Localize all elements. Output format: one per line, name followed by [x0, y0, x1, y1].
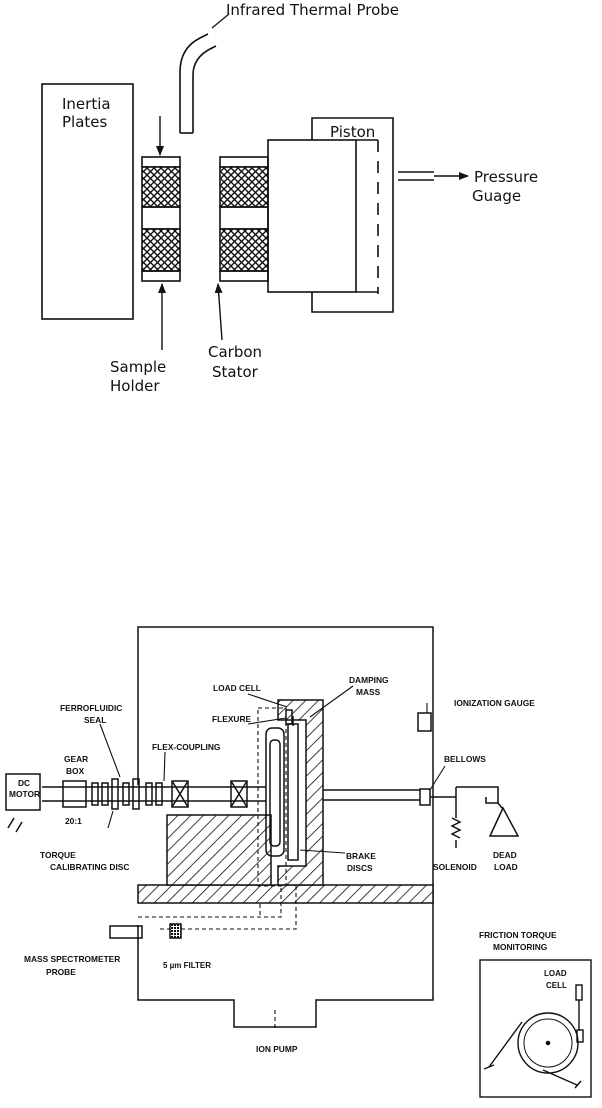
- piston-housing: [311, 117, 394, 313]
- flex-coupling-1: [171, 780, 189, 808]
- inset-load-label-2: CELL: [546, 981, 567, 990]
- dc-motor-label-1: DC: [18, 778, 30, 788]
- bottom-labels: DC MOTOR GEAR BOX 20:1 FERROFLUIDIC SEAL…: [9, 675, 567, 1054]
- ionization-gauge-label: IONIZATION GAUGE: [454, 698, 535, 708]
- mass-spectrometer-probe: [109, 925, 143, 939]
- mass-spec-label-2: PROBE: [46, 967, 76, 977]
- housing-block: [166, 814, 272, 886]
- friction-test-rig-diagram: [41, 13, 469, 350]
- pressure-label-2: Guage: [472, 187, 521, 205]
- dc-motor-label-2: MOTOR: [9, 789, 40, 799]
- sample-label-2: Holder: [110, 377, 160, 395]
- gear-ratio-label: 20:1: [65, 816, 82, 826]
- solenoid: [450, 817, 462, 839]
- solenoid-label: SOLENOID: [433, 862, 477, 872]
- piston-head: [267, 139, 357, 293]
- pressure-label-1: Pressure: [474, 168, 538, 186]
- vent-line-upper: [138, 886, 282, 918]
- carbon-stator-upper: [219, 166, 269, 208]
- flex-coupling-2: [230, 780, 248, 808]
- ferrofluidic-seal: [132, 778, 140, 810]
- gear-box: [62, 780, 87, 808]
- mass-spec-label-1: MASS SPECTROMETER: [24, 954, 120, 964]
- stator-label-1: Carbon: [208, 343, 262, 361]
- torque-disc: [111, 778, 119, 810]
- piston-label: Piston: [330, 123, 375, 141]
- vent-line-lower: [160, 886, 297, 930]
- probe-label: Infrared Thermal Probe: [226, 1, 399, 19]
- filter-label: 5 µm FILTER: [163, 961, 211, 970]
- inset-load-cell: [575, 984, 583, 1001]
- inertia-plates-box: [41, 83, 134, 320]
- gear-box-label-1: GEAR: [64, 754, 88, 764]
- torque-label-2: CALIBRATING DISC: [50, 862, 129, 872]
- friction-label-2: MONITORING: [493, 942, 547, 952]
- dead-load-label-2: LOAD: [494, 862, 518, 872]
- ferrofluidic-label-1: FERROFLUIDIC: [60, 703, 122, 713]
- base-plate: [137, 884, 434, 904]
- carbon-stator-lower: [219, 228, 269, 272]
- damping-label-2: MASS: [356, 687, 381, 697]
- top-labels: Infrared Thermal Probe Inertia Plates Pi…: [62, 1, 538, 395]
- stator-label-2: Stator: [212, 363, 259, 381]
- brake-disc-1: [265, 727, 285, 857]
- inertia-label-1: Inertia: [62, 95, 111, 113]
- lever-arm: [455, 786, 499, 807]
- flex-coupling-label: FLEX-COUPLING: [152, 742, 220, 752]
- brake-disc-2: [287, 723, 299, 861]
- sample-label-1: Sample: [110, 358, 166, 376]
- flexure: [285, 709, 293, 725]
- ion-pump-label: ION PUMP: [256, 1044, 298, 1054]
- load-cell-dashed: [257, 707, 287, 887]
- sample-holder-lower: [141, 228, 181, 272]
- load-cell-label: LOAD CELL: [213, 683, 261, 693]
- dc-motor: [5, 773, 41, 811]
- vacuum-brake-tester-diagram: [5, 626, 520, 1030]
- damping-label-1: DAMPING: [349, 675, 389, 685]
- probe-label-leader: [211, 13, 230, 29]
- bellows: [419, 788, 431, 806]
- flexure-label: FLEXURE: [212, 714, 252, 724]
- dead-load: [488, 806, 520, 837]
- sample-holder-upper: [141, 166, 181, 208]
- inset-load-label-1: LOAD: [544, 969, 567, 978]
- bellows-label: BELLOWS: [444, 754, 486, 764]
- ionization-gauge: [417, 712, 432, 732]
- inset-frame: [479, 959, 592, 1098]
- inertia-label-2: Plates: [62, 113, 108, 131]
- damping-mass-housing: [277, 699, 324, 886]
- inset-disc-inner: [523, 1018, 573, 1068]
- inset-disc-outer: [517, 1012, 579, 1074]
- brake-label-1: BRAKE: [346, 851, 376, 861]
- filter: [169, 923, 182, 939]
- torque-label-1: TORQUE: [40, 850, 76, 860]
- vacuum-chamber: [137, 626, 434, 1028]
- infrared-probe-tube: [179, 33, 217, 133]
- friction-torque-inset: [479, 959, 592, 1098]
- ferrofluidic-label-2: SEAL: [84, 715, 106, 725]
- friction-label-1: FRICTION TORQUE: [479, 930, 557, 940]
- stator-arrow: [214, 283, 223, 341]
- dead-load-label-1: DEAD: [493, 850, 517, 860]
- gear-box-label-2: BOX: [66, 766, 85, 776]
- brake-label-2: DISCS: [347, 863, 373, 873]
